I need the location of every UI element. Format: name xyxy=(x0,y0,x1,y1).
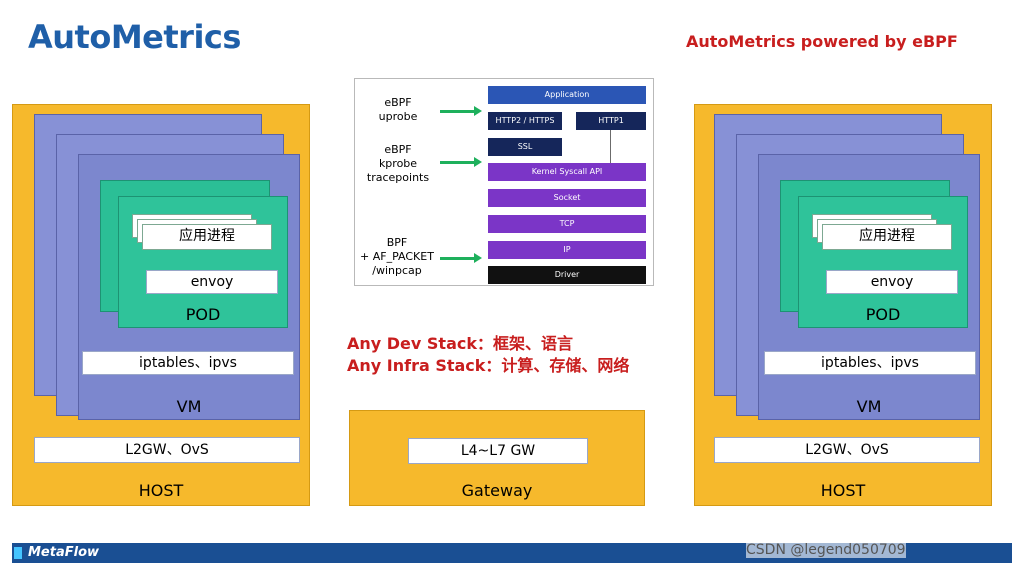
right-envoy-box: envoy xyxy=(826,270,958,294)
connector-line xyxy=(524,104,525,112)
uprobe-label: eBPF uprobe xyxy=(362,96,434,124)
kprobe-label: eBPF kprobe tracepoints xyxy=(358,143,438,185)
tcp-block: TCP xyxy=(488,215,646,233)
application-block: Application xyxy=(488,86,646,104)
ip-block: IP xyxy=(488,241,646,259)
left-host-label: HOST xyxy=(138,481,184,500)
syscall-block: Kernel Syscall API xyxy=(488,163,646,181)
connector-line xyxy=(610,104,611,112)
bpf-label-line2: + AF_PACKET xyxy=(360,250,434,263)
bpf-label-line1: BPF xyxy=(386,236,408,249)
bpf-label-line3: /winpcap xyxy=(372,264,422,277)
infra-stack-text: Any Infra Stack：计算、存储、网络 xyxy=(347,356,630,375)
uprobe-label-line2: uprobe xyxy=(378,110,418,123)
http2-block: HTTP2 / HTTPS xyxy=(488,112,562,130)
l4-l7-gw-box: L4~L7 GW xyxy=(408,438,588,464)
right-l2gw-box: L2GW、OvS xyxy=(714,437,980,463)
kprobe-label-line1: eBPF xyxy=(384,143,412,156)
left-pod-label: POD xyxy=(185,305,221,324)
bpf-arrow-icon xyxy=(440,253,482,263)
left-l2gw-box: L2GW、OvS xyxy=(34,437,300,463)
kprobe-arrow-icon xyxy=(440,157,482,167)
metaflow-logo-icon xyxy=(14,547,22,559)
ssl-block: SSL xyxy=(488,138,562,156)
page-subtitle: AutoMetrics powered by eBPF xyxy=(686,32,958,51)
connector-line xyxy=(610,130,611,163)
socket-block: Socket xyxy=(488,189,646,207)
kprobe-label-line3: tracepoints xyxy=(366,171,430,184)
right-process-box: 应用进程 xyxy=(822,224,952,250)
right-host-label: HOST xyxy=(820,481,866,500)
uprobe-arrow-icon xyxy=(440,106,482,116)
page-title: AutoMetrics xyxy=(28,18,241,56)
http1-block: HTTP1 xyxy=(576,112,646,130)
bpf-label: BPF + AF_PACKET /winpcap xyxy=(352,236,442,278)
left-vm-label: VM xyxy=(176,397,202,416)
right-vm-label: VM xyxy=(856,397,882,416)
left-iptables-box: iptables、ipvs xyxy=(82,351,294,375)
driver-block: Driver xyxy=(488,266,646,284)
gateway-label: Gateway xyxy=(461,481,533,500)
right-iptables-box: iptables、ipvs xyxy=(764,351,976,375)
dev-stack-text: Any Dev Stack：框架、语言 xyxy=(347,334,574,353)
csdn-watermark: CSDN @legend050709 xyxy=(746,542,906,558)
kprobe-label-line2: kprobe xyxy=(378,157,418,170)
left-process-box: 应用进程 xyxy=(142,224,272,250)
uprobe-label-line1: eBPF xyxy=(384,96,412,109)
right-pod-label: POD xyxy=(865,305,901,324)
footer-logo-text: MetaFlow xyxy=(28,545,100,560)
left-envoy-box: envoy xyxy=(146,270,278,294)
